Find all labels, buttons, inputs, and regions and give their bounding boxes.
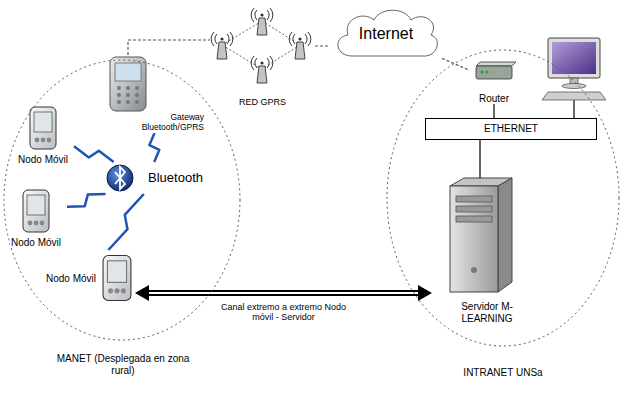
edge-group	[67, 40, 494, 293]
channel-inner-line	[149, 292, 418, 294]
server-node: Servidor M-LEARNING	[432, 178, 542, 324]
gateway-node: Gateway Bluetooth/GPRS	[105, 55, 205, 133]
node-label: RED GPRS	[238, 97, 287, 107]
drive-bay	[456, 216, 492, 222]
bluetooth-symbol	[107, 165, 133, 191]
cloud-shape	[338, 10, 437, 56]
node-label: Bluetooth	[147, 171, 204, 186]
power-button	[471, 267, 477, 273]
network-link	[479, 140, 480, 178]
bluetooth-rune	[115, 167, 125, 189]
node-label: Gateway Bluetooth/GPRS	[133, 113, 205, 133]
gprs-network: RED GPRS	[210, 5, 315, 107]
node-label: INTRANET UNSa	[462, 367, 543, 379]
gprs-tower	[211, 32, 233, 59]
node-label: Nodo Móvil	[10, 237, 62, 249]
phone-body	[110, 57, 146, 111]
network-link	[315, 45, 330, 46]
server-side	[498, 178, 512, 292]
router-body	[476, 66, 512, 79]
server-front	[450, 186, 498, 292]
drive-bay	[456, 206, 492, 212]
server-icon	[450, 178, 512, 292]
ethernet-bus: ETHERNET	[425, 118, 597, 140]
intranet-region: RouterETHERNET Servidor M-LEARNING INTRANE…	[384, 48, 622, 378]
router-node: Router	[468, 58, 520, 104]
pda-icon	[30, 107, 56, 149]
mobile-node: Nodo Móvil	[45, 250, 135, 308]
bluetooth-disc	[107, 165, 133, 191]
region-boundary	[387, 50, 619, 346]
wireless-link	[149, 133, 159, 162]
pc-keyboard	[542, 92, 606, 100]
ellipse-outline	[2, 58, 244, 376]
network-link	[493, 104, 494, 118]
edge-inner-group	[149, 293, 418, 294]
gprs-tower	[251, 8, 273, 35]
pc-monitor	[548, 38, 600, 78]
channel-arrow	[149, 290, 418, 296]
router-icon	[476, 62, 516, 79]
network-link	[442, 58, 468, 69]
node-label: Servidor M-LEARNING	[446, 301, 528, 324]
tower-link	[222, 21, 262, 45]
edge-label: Canal extremo a extremo Nodo móvil - Ser…	[219, 302, 349, 323]
region-boundary	[4, 60, 240, 340]
node-label: Internet	[358, 25, 414, 43]
node-label: Router	[478, 93, 510, 105]
gprs-tower	[251, 56, 273, 83]
pda-icon	[103, 256, 131, 301]
router-led	[481, 71, 484, 74]
wireless-link	[74, 146, 114, 162]
router-led	[486, 71, 489, 74]
internet-cloud: Internet	[330, 4, 442, 64]
pc-icon	[542, 38, 606, 118]
node-label: ETHERNET	[483, 123, 539, 135]
node-label: Nodo Móvil	[17, 154, 69, 166]
bluetooth-hub: Bluetooth	[104, 162, 204, 194]
network-region: Nodo MóvilNodo MóvilNodo MóvilBluetoothG…	[2, 58, 244, 376]
mobile-node: Nodo Móvil	[12, 103, 74, 165]
network-link	[128, 40, 210, 55]
router-top	[476, 62, 516, 66]
mobile-node: Nodo Móvil	[5, 186, 67, 248]
node-label: MANET (Desplegada en zona rural)	[47, 353, 199, 376]
ethernet-drop	[573, 100, 574, 118]
phone-keypad	[117, 86, 139, 104]
phone-screen	[115, 63, 141, 81]
tower-link	[222, 45, 262, 69]
drive-bay	[456, 196, 492, 202]
wireless-link	[108, 194, 143, 250]
pc-screen	[552, 42, 596, 74]
pc-base	[562, 84, 586, 89]
tower-link	[262, 45, 300, 69]
phone-icon	[110, 57, 146, 111]
tower-link	[262, 21, 300, 45]
pda-icon	[23, 190, 49, 232]
gprs-tower	[289, 32, 311, 59]
node-label: Nodo Móvil	[45, 273, 97, 285]
wireless-link	[67, 194, 106, 207]
